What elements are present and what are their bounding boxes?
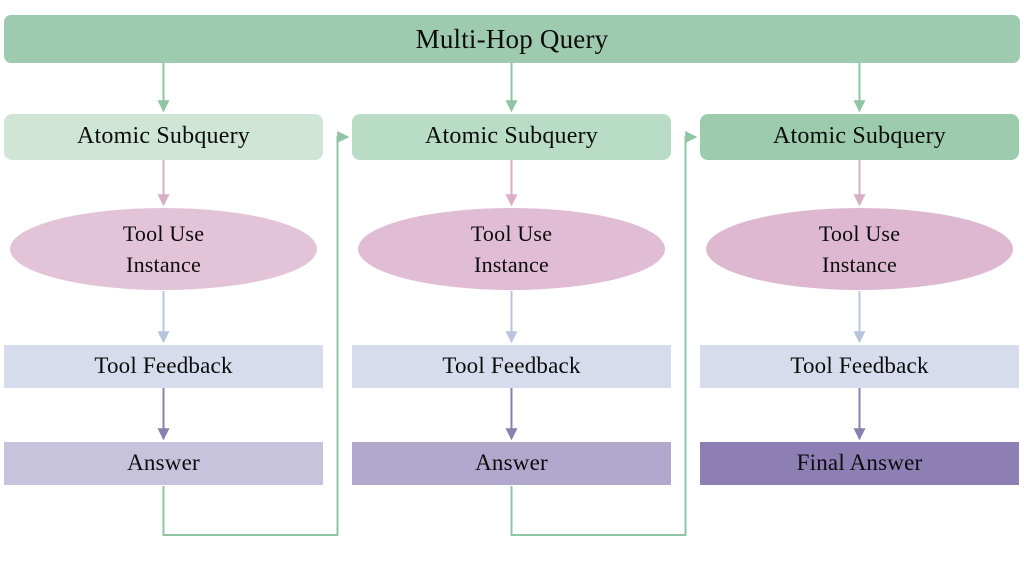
answer-1-label: Answer <box>127 450 200 476</box>
tool-use-instance-2-line1: Tool Use <box>470 221 553 247</box>
edge-subquery-to-tooluse-group <box>157 160 866 207</box>
tool-use-instance-1-line1: Tool Use <box>122 221 205 247</box>
tool-feedback-2-label: Tool Feedback <box>442 353 581 379</box>
tool-use-instance-3-line1: Tool Use <box>818 221 901 247</box>
answer-1: Answer <box>4 442 323 485</box>
edge-feedback-to-answer-group <box>157 388 866 441</box>
tool-feedback-1-label: Tool Feedback <box>94 353 233 379</box>
tool-use-instance-2-line2: Instance <box>474 251 549 277</box>
atomic-subquery-2: Atomic Subquery <box>352 114 671 160</box>
atomic-subquery-3-label: Atomic Subquery <box>773 123 946 150</box>
multi-hop-query-label: Multi-Hop Query <box>415 23 609 54</box>
tool-use-instance-2: Tool Use Instance <box>358 208 665 290</box>
atomic-subquery-2-label: Atomic Subquery <box>425 123 598 150</box>
answer-2: Answer <box>352 442 671 485</box>
answer-2-label: Answer <box>475 450 548 476</box>
final-answer: Final Answer <box>700 442 1019 485</box>
tool-use-instance-1: Tool Use Instance <box>10 208 317 290</box>
edge-query-to-subquery-group <box>157 63 866 113</box>
tool-feedback-3: Tool Feedback <box>700 345 1019 388</box>
tool-feedback-3-label: Tool Feedback <box>790 353 929 379</box>
atomic-subquery-3: Atomic Subquery <box>700 114 1019 160</box>
tool-use-instance-1-line2: Instance <box>126 251 201 277</box>
atomic-subquery-1-label: Atomic Subquery <box>77 123 250 150</box>
tool-use-instance-3-line2: Instance <box>822 251 897 277</box>
tool-feedback-2: Tool Feedback <box>352 345 671 388</box>
tool-feedback-1: Tool Feedback <box>4 345 323 388</box>
final-answer-label: Final Answer <box>796 450 923 476</box>
multi-hop-query-banner: Multi-Hop Query <box>4 15 1020 63</box>
atomic-subquery-1: Atomic Subquery <box>4 114 323 160</box>
tool-use-instance-3: Tool Use Instance <box>706 208 1013 290</box>
edge-tooluse-to-feedback-group <box>157 291 866 344</box>
